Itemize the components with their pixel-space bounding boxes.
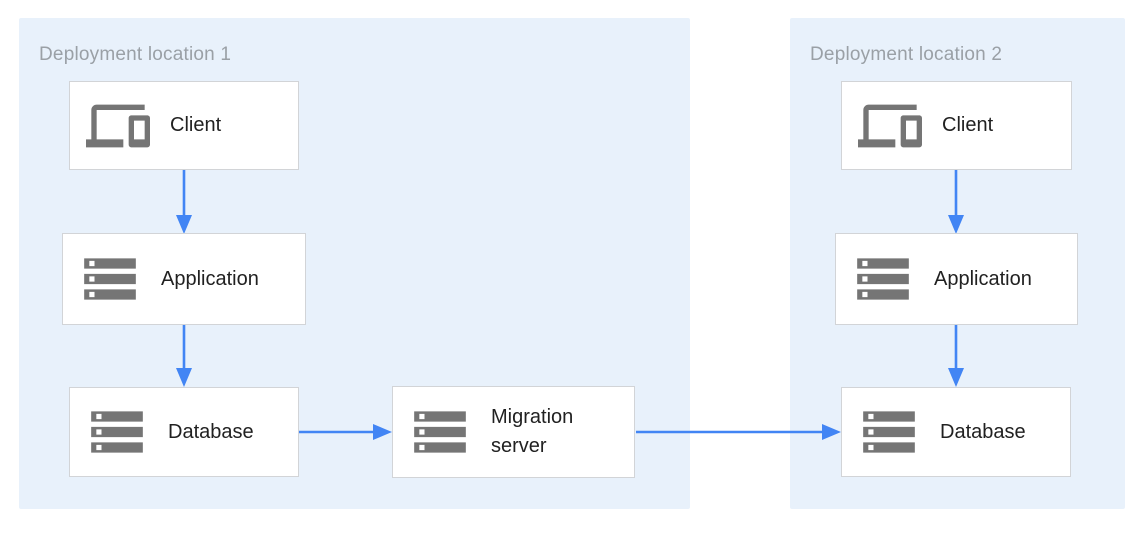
storage-icon [858,401,920,463]
node-label: Database [940,420,1026,443]
node-label: Client [942,114,994,136]
node-label: Migration server [491,406,574,457]
node-application-2: Application [835,233,1078,325]
arrow-database1-to-migration-server [299,424,392,440]
node-label: Database [168,420,254,443]
arrow-migration-server-to-database2 [636,424,841,440]
arrow-client2-to-application2 [948,170,964,234]
arrow-client1-to-application1 [176,170,192,234]
node-application-1: Application [62,233,306,325]
arrow-application1-to-database1 [176,325,192,387]
node-label: Application [934,267,1032,290]
storage-icon [409,401,471,463]
storage-icon [79,248,141,310]
node-client-2: Client [841,81,1072,170]
node-client-1: Client [69,81,299,170]
storage-icon [852,248,914,310]
node-database-2: Database [841,387,1071,477]
region-label: Deployment location 1 [39,44,232,65]
devices-icon [858,94,922,158]
arrow-application2-to-database2 [948,325,964,387]
devices-icon [86,94,150,158]
node-label: Application [161,267,259,290]
node-label: Client [170,114,222,136]
node-migration-server: Migration server [392,386,635,478]
storage-icon [86,401,148,463]
node-database-1: Database [69,387,299,477]
region-label: Deployment location 2 [810,44,1003,65]
